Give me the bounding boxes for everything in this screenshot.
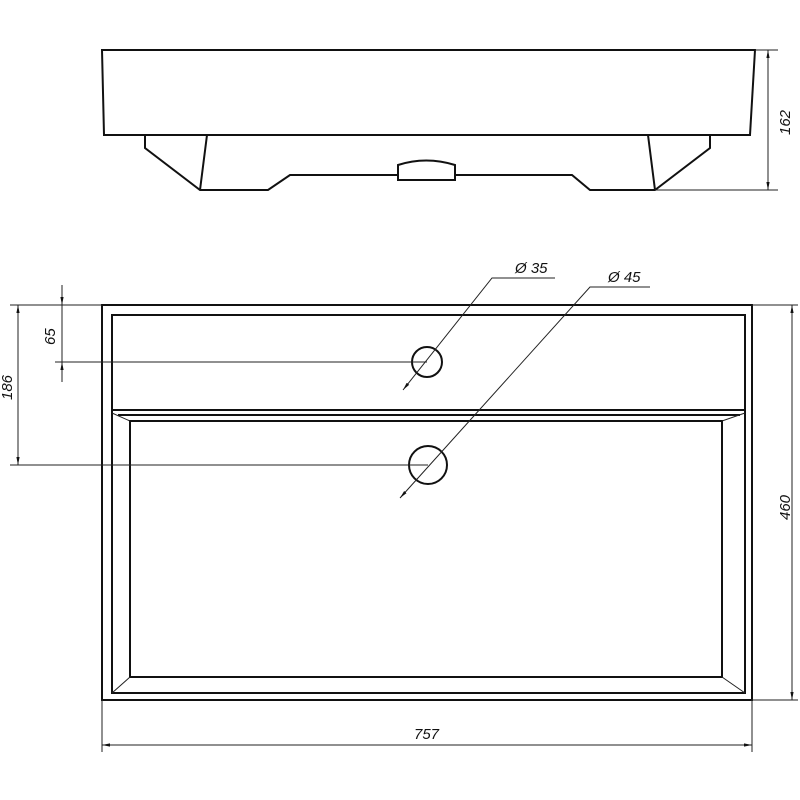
height-dimension: 162 [777,109,794,135]
plan-view: Ø 35 Ø 45 65 186 460 757 [0,260,798,752]
width-dimension: 757 [414,726,440,743]
overflow-outlet [397,159,456,181]
depth-dimension: 460 [777,494,794,520]
drain-offset-dimension: 186 [0,374,16,400]
tap-hole-diameter: Ø 35 [514,260,548,277]
tap-offset-dimension: 65 [42,328,59,345]
drain-diameter: Ø 45 [607,269,641,286]
side-view: 162 [100,49,794,191]
